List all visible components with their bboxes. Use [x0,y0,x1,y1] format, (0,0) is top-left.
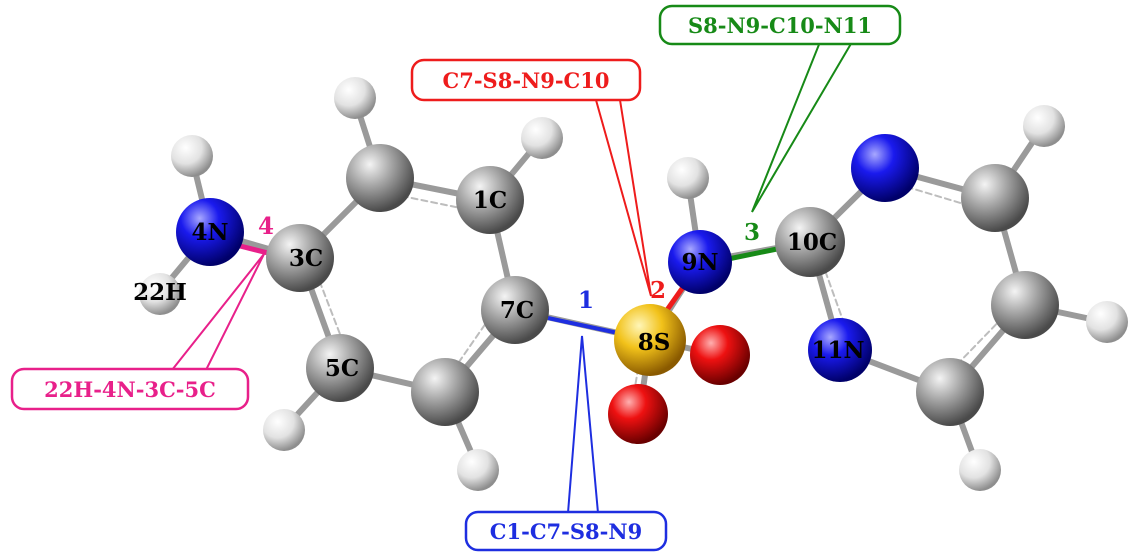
carbon-atom-3 [266,224,334,292]
callout-label-3: S8-N9-C10-N11 [688,13,872,38]
callout-box-2 [410,58,642,102]
atom-label-3c: 3C [289,245,323,272]
atom-label-10c: 10C [787,229,837,256]
oxygen-atom [690,325,750,385]
hydrogen-atoms [139,77,1128,491]
nitrogen-atom-11 [808,318,872,382]
carbon-atom [961,164,1029,232]
carbon-atom-5 [306,334,374,402]
atom-label-5c: 5C [325,355,359,382]
atom-label-1c: 1C [473,187,507,214]
carbon-atom-7 [481,276,549,344]
carbon-atom-1 [456,166,524,234]
callout-label-4: 22H-4N-3C-5C [44,377,216,402]
callout-tail-4 [169,253,265,371]
atom-label-11n: 11N [811,337,864,364]
callout-tail-1 [566,335,600,514]
carbon-atom [346,144,414,212]
atom-label-9n: 9N [681,249,718,276]
atom-labels: 1C 3C 4N 5C 7C 8S 9N 10C 11N 22H [133,187,864,382]
atom-label-4n: 4N [191,219,228,246]
dihedral-index-4: 4 [258,213,274,240]
hydrogen-atom [171,135,213,177]
carbon-atom-10 [775,207,845,277]
hydrogen-atom [667,157,709,199]
hydrogen-atom [263,409,305,451]
nitrogen-atom-4 [176,198,244,266]
atom-label-7c: 7C [500,297,534,324]
carbon-atom [991,271,1059,339]
atom-label-22h: 22H [133,279,187,306]
hydrogen-atom [959,449,1001,491]
hydrogen-atom [1086,301,1128,343]
dihedral-bond-1 [547,316,619,335]
hydrogen-atom [334,77,376,119]
callout-box-4 [10,367,250,411]
atom-label-8s: 8S [638,329,671,356]
hydrogen-atom [1023,105,1065,147]
dihedral-index-2: 2 [650,277,666,304]
heavy-atoms [176,134,1059,444]
callout-label-1: C1-C7-S8-N9 [490,519,642,544]
callout-tail-3 [751,41,854,213]
hydrogen-atom-22 [139,273,181,315]
hydrogen-atom [457,449,499,491]
carbon-atom [916,358,984,426]
sulfur-atom-8 [614,304,686,376]
callout-tail-2 [594,99,652,297]
nitrogen-atom-9 [668,230,732,294]
callout-box-1 [464,510,668,552]
carbon-atom [411,358,479,426]
callout-box-3 [658,4,902,46]
callout-label-2: C7-S8-N9-C10 [443,68,610,93]
dihedral-index-1: 1 [578,287,594,314]
dihedral-index-3: 3 [744,219,760,246]
nitrogen-atom [851,134,919,202]
hydrogen-atom [521,117,563,159]
dihedral-bond-3 [727,245,783,262]
oxygen-atom [608,384,668,444]
